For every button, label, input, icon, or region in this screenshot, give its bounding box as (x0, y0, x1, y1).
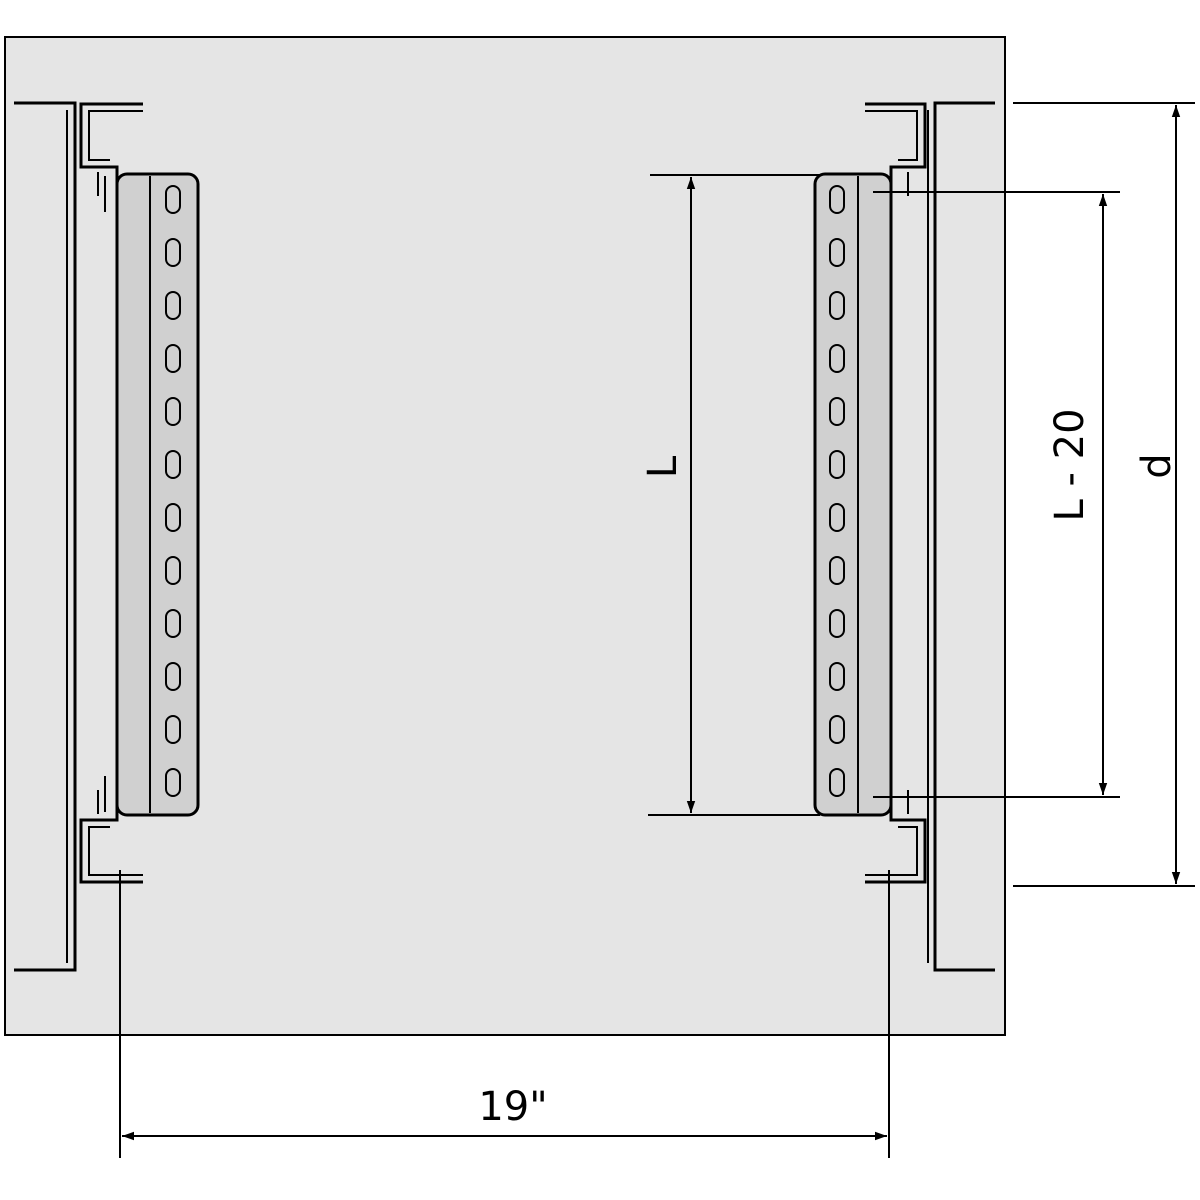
dim-d-label: d (1134, 453, 1180, 478)
left-rail-slot (165, 238, 181, 267)
right-frame-profile (933, 101, 995, 972)
right-rail-slot (829, 556, 845, 585)
left-frame-profile (14, 101, 77, 972)
left-rail-slot (165, 397, 181, 426)
left-rail (115, 172, 200, 817)
left-rail-slot (165, 185, 181, 214)
dim-L-label: L (640, 455, 686, 478)
left-rail-slot (165, 556, 181, 585)
right-rail-slot (829, 450, 845, 479)
right-rail-slot (829, 715, 845, 744)
left-rail-slot (165, 291, 181, 320)
dim-L20-label: L - 20 (1047, 408, 1093, 521)
right-rail-slot (829, 185, 845, 214)
left-rail-slot (165, 344, 181, 373)
right-rail-slot (829, 768, 845, 797)
right-rail-slots (829, 185, 845, 797)
right-bottom-bracket-inner (865, 826, 918, 876)
right-rail (813, 172, 893, 817)
left-bottom-bracket-inner (88, 826, 143, 876)
left-rail-slot (165, 450, 181, 479)
right-rail-slot (829, 662, 845, 691)
left-rail-slot (165, 768, 181, 797)
right-rail-slot (829, 291, 845, 320)
right-top-bracket-inner (865, 110, 918, 161)
left-rail-slot (165, 662, 181, 691)
right-rail-slot (829, 344, 845, 373)
left-top-bracket-inner (88, 110, 143, 161)
left-rail-slot (165, 503, 181, 532)
dim-19-label: 19" (478, 1084, 547, 1130)
right-rail-slot (829, 238, 845, 267)
left-rail-slot (165, 609, 181, 638)
left-rail-slot (165, 715, 181, 744)
right-rail-slot (829, 503, 845, 532)
right-rail-slot (829, 609, 845, 638)
right-rail-slot (829, 397, 845, 426)
left-rail-slots (165, 185, 181, 797)
